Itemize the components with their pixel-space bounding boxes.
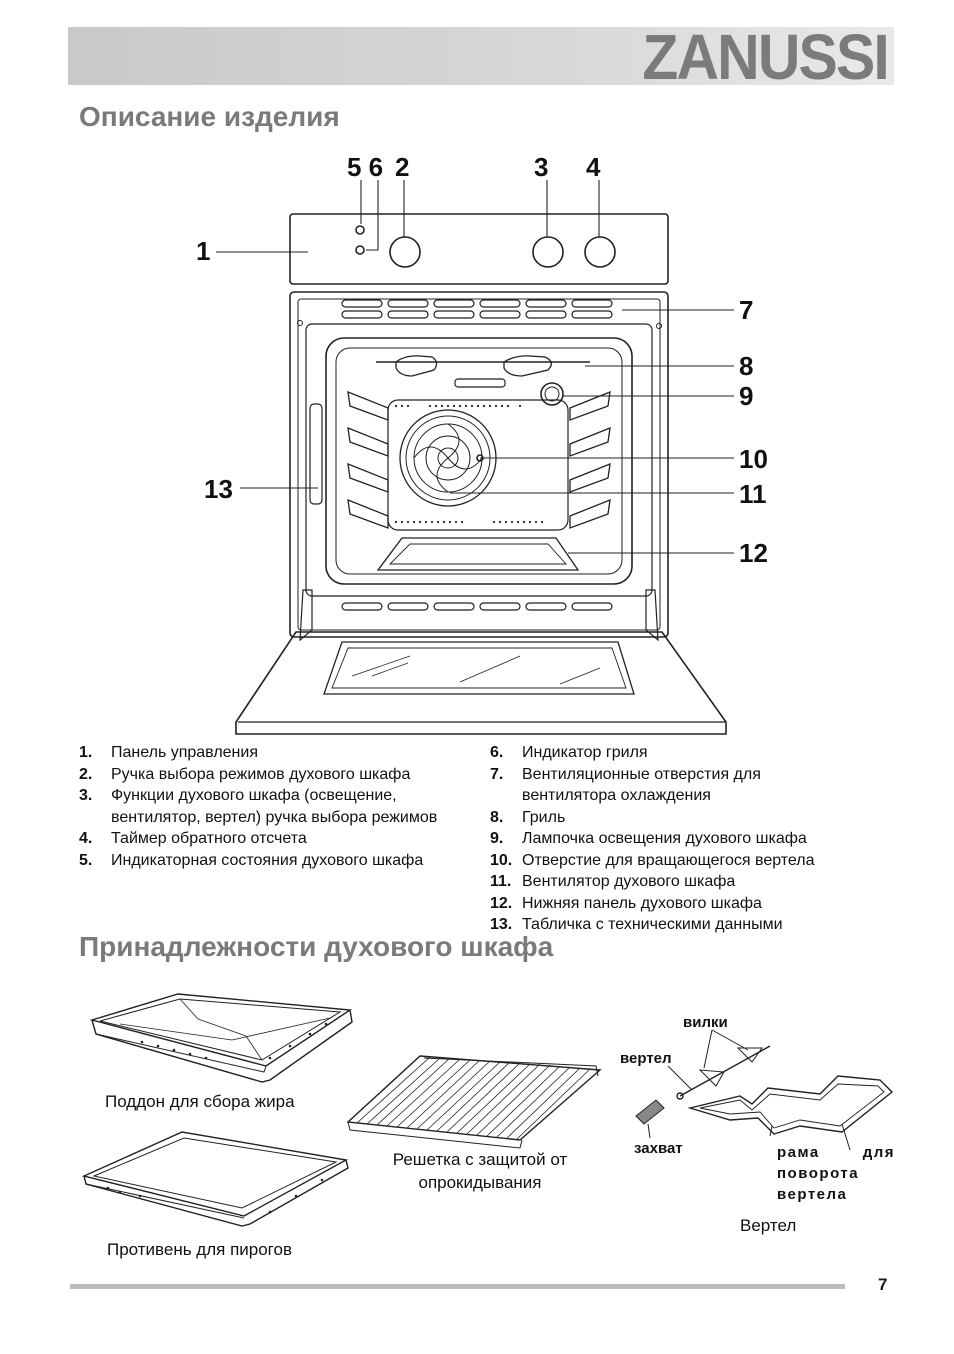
legend-text: Таймер обратного отсчета (111, 830, 307, 847)
rack-drawing (346, 1055, 602, 1149)
label-frame: рама для поворота вертела (777, 1144, 895, 1203)
header-bar: ZANUSSI (68, 21, 894, 93)
legend-text: Гриль (522, 808, 566, 826)
baking-tray-drawing (81, 1131, 349, 1227)
callout-1: 1 (196, 236, 211, 266)
legend-num: 6. (490, 744, 504, 761)
callout-13: 13 (204, 474, 233, 504)
legend-item: 2. Ручка выбора режимов духового шкафа (79, 764, 483, 786)
legend-item: 5. Индикаторная состояния духового шкафа (79, 850, 441, 872)
legend-num: 10. (490, 851, 513, 869)
legend-num: 11. (490, 873, 512, 890)
legend-item: 11. Вентилятор духового шкафа (490, 871, 870, 893)
label-forks: вилки (683, 1014, 728, 1031)
legend-text: Нижняя панель духового шкафа (522, 894, 762, 912)
legend-num: 13. (490, 916, 513, 933)
legend-num: 7. (490, 765, 504, 783)
legend-text: Лампочка освещения духового шкафа (522, 830, 807, 847)
legend-text: Табличка с техническими данными (522, 916, 783, 933)
oven-diagram (216, 180, 734, 735)
callout-7: 7 (739, 295, 754, 325)
legend-text: Ручка выбора режимов духового шкафа (111, 765, 411, 783)
legend-text: Панель управления (111, 744, 258, 761)
legend-text: Индикаторная состояния духового шкафа (111, 851, 424, 869)
legend-num: 12. (490, 894, 513, 912)
legend-item: 4. Таймер обратного отсчета (79, 828, 483, 850)
legend-num: 2. (79, 765, 93, 783)
legend-text: Отверстие для вращающегося вертела (522, 851, 815, 869)
callout-4: 4 (586, 152, 601, 182)
callout-8: 8 (739, 351, 754, 381)
legend-num: 1. (79, 744, 93, 761)
legend-item: 3. Функции духового шкафа (освещение, вен… (79, 785, 483, 828)
legend-right: 6. Индикатор гриля 7. Вентиляционные отвер… (490, 742, 870, 936)
caption-rack: Решетка с защитой от опрокидывания (392, 1150, 568, 1192)
legend-item: 13. Табличка с техническими данными (490, 914, 870, 936)
section-title-description: Описание изделия (79, 101, 340, 132)
drip-tray-drawing (89, 993, 353, 1083)
callout-12: 12 (739, 538, 768, 568)
spit-drawing (635, 1029, 894, 1151)
legend-text: Индикатор гриля (522, 744, 648, 761)
legend-text: Вентиляционные отверстия для вентилятора… (522, 765, 761, 805)
legend-num: 3. (79, 787, 93, 804)
brand-logo: ZANUSSI (642, 21, 889, 93)
callout-5-6: 5 6 (347, 152, 384, 182)
callout-3: 3 (534, 152, 549, 182)
callout-2: 2 (395, 152, 410, 182)
callout-10: 10 (739, 444, 768, 474)
section-title-accessories: Принадлежности духового шкафа (79, 931, 554, 962)
legend-text: Функции духового шкафа (освещение, венти… (111, 787, 438, 826)
legend-item: 8. Гриль (490, 807, 870, 829)
legend-num: 9. (490, 830, 504, 847)
caption-spit: Вертел (740, 1216, 797, 1235)
label-spit: вертел (620, 1050, 672, 1067)
legend-item: 6. Индикатор гриля (490, 742, 870, 764)
legend-text: Вентилятор духового шкафа (522, 873, 736, 890)
footer-rule (70, 1284, 845, 1289)
label-handle: захват (634, 1140, 683, 1157)
legend-item: 1. Панель управления (79, 742, 483, 764)
legend-item: 10. Отверстие для вращающегося вертела (490, 850, 870, 872)
legend-num: 5. (79, 851, 93, 869)
page-number: 7 (878, 1275, 888, 1294)
legend-item: 7. Вентиляционные отверстия для вентилято… (490, 764, 822, 807)
callout-9: 9 (739, 381, 754, 411)
legend-item: 12. Нижняя панель духового шкафа (490, 893, 870, 915)
legend-left: 1. Панель управления 2. Ручка выбора режим… (79, 742, 483, 871)
legend-num: 4. (79, 830, 93, 847)
caption-baking-tray: Противень для пирогов (107, 1240, 292, 1259)
legend-num: 8. (490, 808, 504, 826)
legend-item: 9. Лампочка освещения духового шкафа (490, 828, 870, 850)
caption-drip-tray: Поддон для сбора жира (105, 1092, 295, 1111)
callout-11: 11 (739, 479, 767, 509)
